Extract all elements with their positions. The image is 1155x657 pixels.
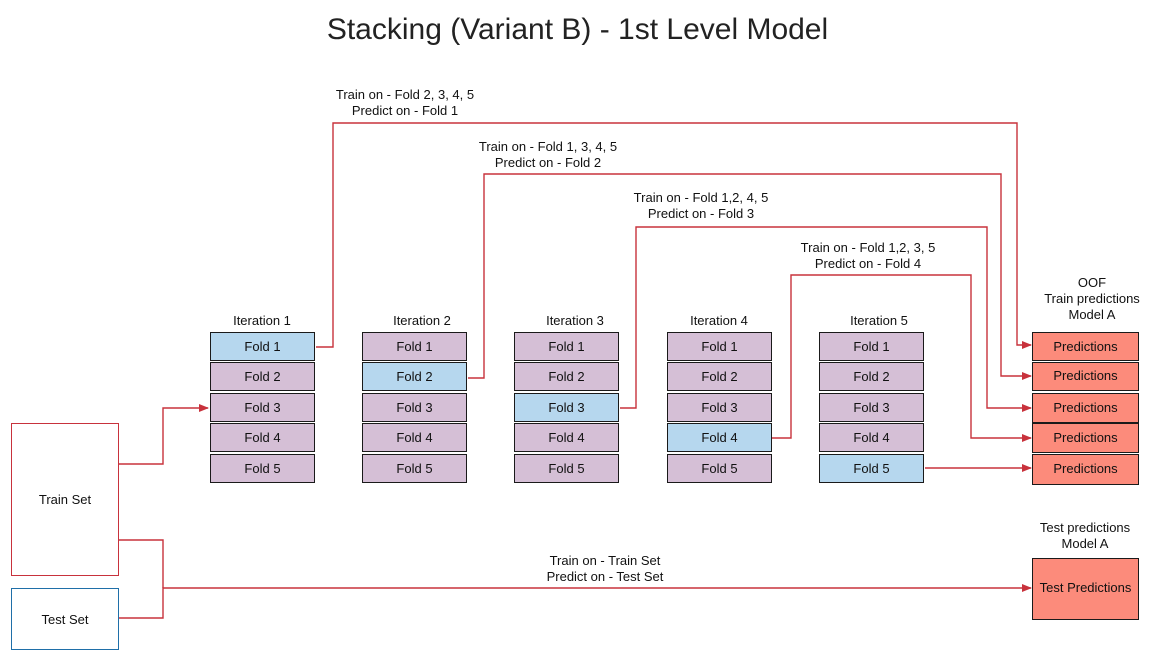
edge-train-to-iteration-1 (119, 404, 209, 465)
edge-label-4-train: Train on - Fold 1,2, 3, 5 (800, 240, 936, 255)
test-set-label: Test Set (41, 611, 89, 627)
iteration-1-fold-2: Fold 2 (210, 362, 315, 391)
test-edge-label-predict: Predict on - Test Set (546, 569, 664, 584)
edge-label-4: Train on - Fold 1,2, 3, 5 Predict on - F… (801, 240, 936, 272)
test-set-box: Test Set (11, 588, 119, 650)
iteration-5-fold-5: Fold 5 (819, 454, 924, 483)
iteration-4-fold-4: Fold 4 (667, 423, 772, 452)
oof-header-line-1: OOF (1077, 275, 1107, 290)
iteration-2-fold-1: Fold 1 (362, 332, 467, 361)
edge-label-1: Train on - Fold 2, 3, 4, 5 Predict on - … (336, 87, 474, 119)
iteration-1-fold-5: Fold 5 (210, 454, 315, 483)
edge-label-1-train: Train on - Fold 2, 3, 4, 5 (335, 87, 475, 102)
predictions-row-4: Predictions (1032, 423, 1139, 453)
test-predictions-header-line-1: Test predictions (1039, 520, 1131, 535)
iteration-4-fold-2: Fold 2 (667, 362, 772, 391)
edge-label-3-train: Train on - Fold 1,2, 4, 5 (633, 190, 769, 205)
edge-label-2-predict: Predict on - Fold 2 (494, 155, 602, 170)
train-set-box: Train Set (11, 423, 119, 576)
test-predictions-box: Test Predictions (1032, 558, 1139, 620)
oof-header-line-2: Train predictions (1044, 291, 1140, 306)
iteration-label-3: Iteration 3 (546, 313, 604, 328)
iteration-3-fold-4: Fold 4 (514, 423, 619, 452)
edge-label-2-train: Train on - Fold 1, 3, 4, 5 (478, 139, 618, 154)
iteration-3-fold-2: Fold 2 (514, 362, 619, 391)
edge-iteration-2 (468, 173, 1032, 380)
predictions-row-3: Predictions (1032, 393, 1139, 423)
edge-label-3: Train on - Fold 1,2, 4, 5 Predict on - F… (634, 190, 769, 222)
edge-iteration-1 (316, 122, 1032, 349)
iteration-2-fold-4: Fold 4 (362, 423, 467, 452)
iteration-1-fold-4: Fold 4 (210, 423, 315, 452)
iteration-5-fold-2: Fold 2 (819, 362, 924, 391)
iteration-3-fold-5: Fold 5 (514, 454, 619, 483)
edge-iteration-3 (620, 226, 1032, 412)
iteration-label-1: Iteration 1 (233, 313, 291, 328)
edge-label-4-predict: Predict on - Fold 4 (814, 256, 922, 271)
iteration-2-fold-2: Fold 2 (362, 362, 467, 391)
edge-label-2: Train on - Fold 1, 3, 4, 5 Predict on - … (479, 139, 617, 171)
iteration-4-fold-1: Fold 1 (667, 332, 772, 361)
predictions-row-5: Predictions (1032, 454, 1139, 485)
train-set-label: Train Set (38, 492, 92, 507)
iteration-1-fold-1: Fold 1 (210, 332, 315, 361)
iteration-1-fold-3: Fold 3 (210, 393, 315, 422)
edge-test-set-to-test-predictions (119, 584, 1032, 619)
test-edge-label-train: Train on - Train Set (549, 553, 661, 568)
iteration-3-fold-1: Fold 1 (514, 332, 619, 361)
iteration-3-fold-3: Fold 3 (514, 393, 619, 422)
iteration-label-4: Iteration 4 (690, 313, 748, 328)
iteration-5-fold-3: Fold 3 (819, 393, 924, 422)
edge-iteration-4 (772, 274, 1032, 442)
test-edge-label: Train on - Train Set Predict on - Test S… (547, 553, 664, 585)
iteration-5-fold-4: Fold 4 (819, 423, 924, 452)
edge-train-set-to-test (119, 539, 164, 588)
diagram-title: Stacking (Variant B) - 1st Level Model (326, 13, 829, 46)
test-predictions-header: Test predictions Model A (1040, 520, 1130, 552)
iteration-2-fold-3: Fold 3 (362, 393, 467, 422)
iteration-2-fold-5: Fold 5 (362, 454, 467, 483)
predictions-row-2: Predictions (1032, 362, 1139, 391)
iteration-4-fold-3: Fold 3 (667, 393, 772, 422)
iteration-5-fold-1: Fold 1 (819, 332, 924, 361)
oof-header-line-3: Model A (1068, 307, 1116, 322)
iteration-label-5: Iteration 5 (850, 313, 908, 328)
oof-header: OOF Train predictions Model A (1044, 275, 1140, 323)
test-predictions-header-line-2: Model A (1061, 536, 1109, 551)
edge-label-3-predict: Predict on - Fold 3 (647, 206, 755, 221)
iteration-label-2: Iteration 2 (393, 313, 451, 328)
iteration-4-fold-5: Fold 5 (667, 454, 772, 483)
predictions-row-1: Predictions (1032, 332, 1139, 361)
edge-label-1-predict: Predict on - Fold 1 (351, 103, 459, 118)
